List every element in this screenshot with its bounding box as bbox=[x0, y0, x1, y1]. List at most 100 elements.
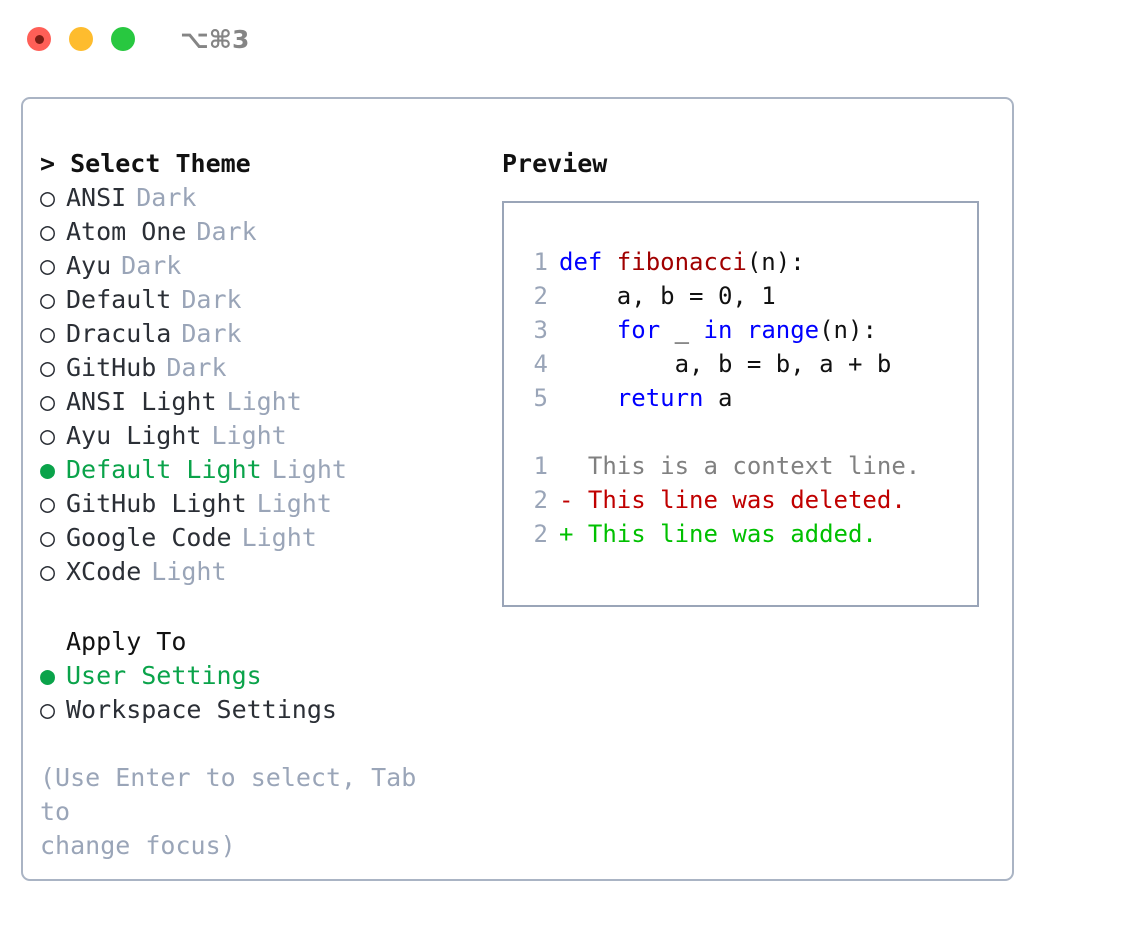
theme-option-dracula[interactable]: ○ Dracula Dark bbox=[40, 317, 480, 351]
diff-sample: 1 This is a context line. 2 - This line wa… bbox=[504, 449, 977, 551]
theme-option-variant: Light bbox=[211, 421, 287, 450]
code-token-plain: _ bbox=[660, 316, 704, 344]
code-token-plain bbox=[559, 384, 617, 412]
code-line: 2 a, b = 0, 1 bbox=[504, 279, 977, 313]
theme-option-default[interactable]: ○ Default Dark bbox=[40, 283, 480, 317]
radio-unselected-icon: ○ bbox=[40, 217, 56, 246]
minimize-button[interactable] bbox=[69, 27, 93, 51]
keyboard-shortcut-label: ⌥⌘3 bbox=[180, 24, 250, 54]
radio-unselected-icon: ○ bbox=[40, 251, 56, 280]
radio-unselected-icon: ○ bbox=[40, 695, 56, 724]
theme-option-ansi[interactable]: ○ ANSI Dark bbox=[40, 181, 480, 215]
theme-option-variant: Dark bbox=[136, 183, 197, 212]
radio-unselected-icon: ○ bbox=[40, 285, 56, 314]
radio-unselected-icon: ○ bbox=[40, 557, 56, 586]
code-token-kw: for bbox=[616, 316, 661, 344]
radio-unselected-icon: ○ bbox=[40, 387, 56, 416]
line-number: 2 bbox=[533, 486, 548, 514]
theme-option-variant: Dark bbox=[181, 319, 242, 348]
theme-option-label: Dracula bbox=[66, 319, 172, 348]
apply-to-option-label: User Settings bbox=[66, 661, 262, 690]
theme-option-label: XCode bbox=[66, 557, 142, 586]
code-token-plain bbox=[559, 316, 617, 344]
theme-option-label: ANSI Light bbox=[66, 387, 217, 416]
theme-option-label: Atom One bbox=[66, 217, 187, 246]
code-token-kw: in range bbox=[703, 316, 820, 344]
code-line: 4 a, b = b, a + b bbox=[504, 347, 977, 381]
preview-title: Preview bbox=[502, 149, 608, 178]
theme-option-label: Default bbox=[66, 285, 172, 314]
radio-selected-icon: ● bbox=[40, 455, 56, 484]
code-diff-spacer bbox=[504, 415, 977, 449]
code-line-content: for _ in range(n): bbox=[559, 313, 877, 347]
theme-option-label: Ayu Light bbox=[66, 421, 202, 450]
radio-unselected-icon: ○ bbox=[40, 523, 56, 552]
apply-to-section: Apply To ● User Settings ○ Workspace Settin… bbox=[40, 625, 480, 727]
line-number: 1 bbox=[533, 452, 548, 480]
code-line-content: def fibonacci(n): bbox=[559, 245, 805, 279]
theme-option-label: GitHub Light bbox=[66, 489, 247, 518]
apply-to-option-list[interactable]: ● User Settings ○ Workspace Settings bbox=[40, 659, 480, 727]
theme-option-label: Default Light bbox=[66, 455, 262, 484]
theme-option-atom-one[interactable]: ○ Atom One Dark bbox=[40, 215, 480, 249]
code-token-plain: (n): bbox=[746, 248, 805, 276]
theme-option-github[interactable]: ○ GitHub Dark bbox=[40, 351, 480, 385]
line-number: 4 bbox=[533, 350, 548, 378]
radio-unselected-icon: ○ bbox=[40, 421, 56, 450]
theme-option-label: ANSI bbox=[66, 183, 127, 212]
apply-to-header: Apply To bbox=[66, 627, 187, 656]
apply-to-option-label: Workspace Settings bbox=[66, 695, 337, 724]
diff-line-del: 2 - This line was deleted. bbox=[504, 483, 977, 517]
theme-option-variant: Light bbox=[241, 523, 317, 552]
code-token-plain: (n): bbox=[819, 316, 877, 344]
theme-picker-header: > Select Theme bbox=[40, 149, 251, 178]
apply-to-option-user-settings[interactable]: ● User Settings bbox=[40, 659, 480, 693]
theme-option-variant: Dark bbox=[181, 285, 242, 314]
code-line-content: a, b = b, a + b bbox=[559, 347, 892, 381]
radio-selected-icon: ● bbox=[40, 661, 56, 690]
close-button[interactable] bbox=[27, 27, 51, 51]
theme-option-variant: Light bbox=[151, 557, 227, 586]
maximize-button[interactable] bbox=[111, 27, 135, 51]
apply-to-option-workspace-settings[interactable]: ○ Workspace Settings bbox=[40, 693, 480, 727]
keyboard-hint-text: (Use Enter to select, Tab to change focu… bbox=[40, 763, 417, 860]
radio-unselected-icon: ○ bbox=[40, 183, 56, 212]
code-token-plain: a, b = b, a + b bbox=[559, 350, 892, 378]
line-number: 3 bbox=[533, 316, 548, 344]
theme-option-variant: Light bbox=[271, 455, 347, 484]
theme-option-label: GitHub bbox=[66, 353, 157, 382]
code-line: 5 return a bbox=[504, 381, 977, 415]
diff-line-content: - This line was deleted. bbox=[559, 486, 906, 514]
theme-option-variant: Light bbox=[256, 489, 332, 518]
traffic-light-group bbox=[27, 27, 135, 51]
theme-option-variant: Dark bbox=[196, 217, 257, 246]
theme-option-variant: Dark bbox=[166, 353, 227, 382]
theme-option-label: Ayu bbox=[66, 251, 112, 280]
title-bar: ⌥⌘3 bbox=[0, 0, 1140, 78]
theme-option-ayu-light[interactable]: ○ Ayu Light Light bbox=[40, 419, 480, 453]
radio-unselected-icon: ○ bbox=[40, 353, 56, 382]
radio-unselected-icon: ○ bbox=[40, 319, 56, 348]
theme-option-xcode[interactable]: ○ XCode Light bbox=[40, 555, 480, 589]
code-token-fn: fibonacci bbox=[616, 248, 747, 276]
diff-line-add: 2+ This line was added. bbox=[504, 517, 977, 551]
diff-line-content: This is a context line. bbox=[559, 452, 921, 480]
theme-option-default-light[interactable]: ● Default Light Light bbox=[40, 453, 480, 487]
code-line-content: return a bbox=[559, 381, 733, 415]
code-token-kw: return bbox=[616, 384, 704, 412]
line-number: 2 bbox=[533, 282, 548, 310]
code-token-plain: a, b = 0, 1 bbox=[559, 282, 776, 310]
code-token-kw: def bbox=[559, 248, 617, 276]
line-number: 5 bbox=[533, 384, 548, 412]
